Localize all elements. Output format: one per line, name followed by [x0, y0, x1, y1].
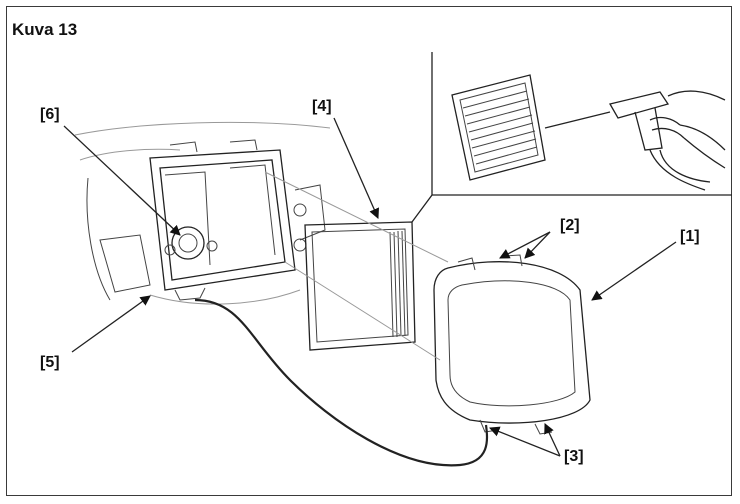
figure-title: Kuva 13 — [12, 20, 78, 39]
leader-3a — [489, 426, 561, 457]
alignment-lines — [264, 171, 449, 361]
callout-4: [4] — [312, 98, 332, 115]
inset-panel — [411, 52, 732, 223]
callout-2: [2] — [560, 217, 580, 234]
leader-2b — [524, 231, 551, 259]
filter-pleats — [389, 230, 406, 338]
air-hose — [194, 298, 489, 467]
filter-element — [304, 221, 416, 351]
inset-filter-pleats — [462, 90, 538, 165]
leader-4 — [333, 117, 379, 219]
callout-3: [3] — [564, 448, 584, 465]
intake-port-icon — [164, 226, 218, 260]
leader-arrows — [63, 117, 677, 457]
callout-5: [5] — [40, 354, 60, 371]
inset-filter-cleaning — [451, 74, 726, 191]
callout-6: [6] — [40, 106, 60, 123]
leader-6 — [63, 125, 181, 236]
leader-1 — [591, 241, 677, 301]
leader-5 — [71, 295, 151, 353]
figure-frame — [6, 6, 732, 496]
air-cleaner-base — [74, 121, 331, 305]
callout-1: [1] — [680, 228, 700, 245]
hand-icon — [649, 90, 726, 169]
leader-3b — [544, 423, 561, 457]
air-cleaner-cover — [433, 254, 591, 435]
air-gun-icon — [544, 91, 711, 191]
leader-2a — [499, 231, 551, 259]
